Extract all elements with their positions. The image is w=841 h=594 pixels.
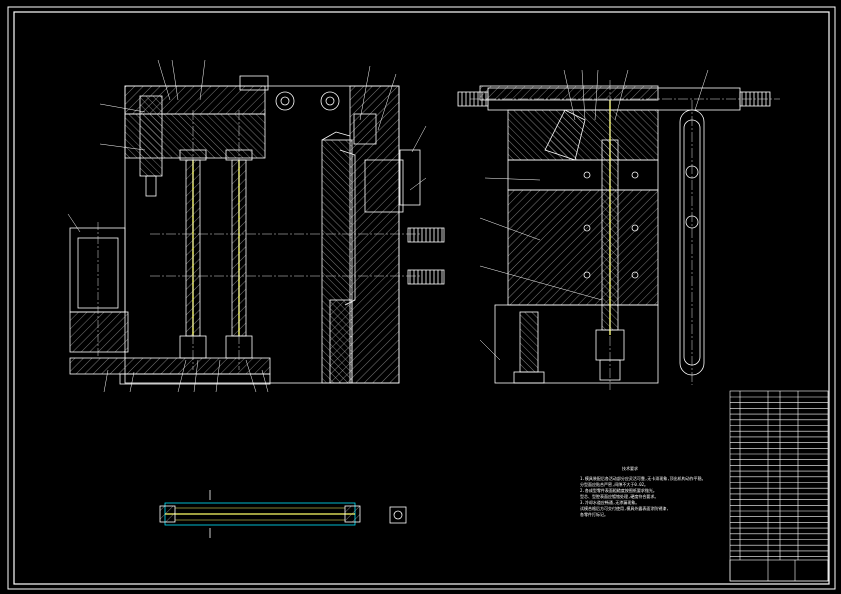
technical-note-line: 1.模具装配后各活动部分应灵活可靠,无卡滞现象,顶出机构动作平稳。 bbox=[580, 476, 706, 481]
ejector-rod bbox=[179, 149, 253, 337]
technical-note-line: 分型面应贴合严密,间隙不大于0.02。 bbox=[580, 482, 649, 487]
technical-note-line: 各零件打标记。 bbox=[580, 512, 608, 517]
bolt-hole-icon bbox=[583, 171, 639, 279]
technical-note-line: 试模合格后方可交付使用,模具外露表面涂防锈漆, bbox=[580, 506, 669, 511]
gear-icon bbox=[320, 91, 340, 111]
side-view bbox=[457, 69, 780, 390]
ejector-pin-detail bbox=[159, 490, 407, 538]
technical-note-line: 2.各成型零件表面粗糙度按图纸要求抛光。 bbox=[580, 488, 657, 493]
front-section-view bbox=[67, 59, 445, 393]
drawing-frame bbox=[7, 6, 836, 590]
technical-note-line: 型芯、型腔表面应镀铬处理,硬度符合要求。 bbox=[580, 494, 659, 499]
drive-motor bbox=[69, 222, 129, 358]
technical-note-line: 3.冷却水道应畅通,无渗漏现象。 bbox=[580, 500, 640, 505]
gear-icon bbox=[275, 91, 295, 111]
technical-notes-title: 技术要求 bbox=[622, 466, 638, 471]
parts-list-table bbox=[729, 390, 829, 582]
technical-notes: 技术要求 1.模具装配后各活动部分应灵活可靠,无卡滞现象,顶出机构动作平稳。 分… bbox=[580, 466, 710, 518]
threaded-rod bbox=[364, 149, 445, 285]
